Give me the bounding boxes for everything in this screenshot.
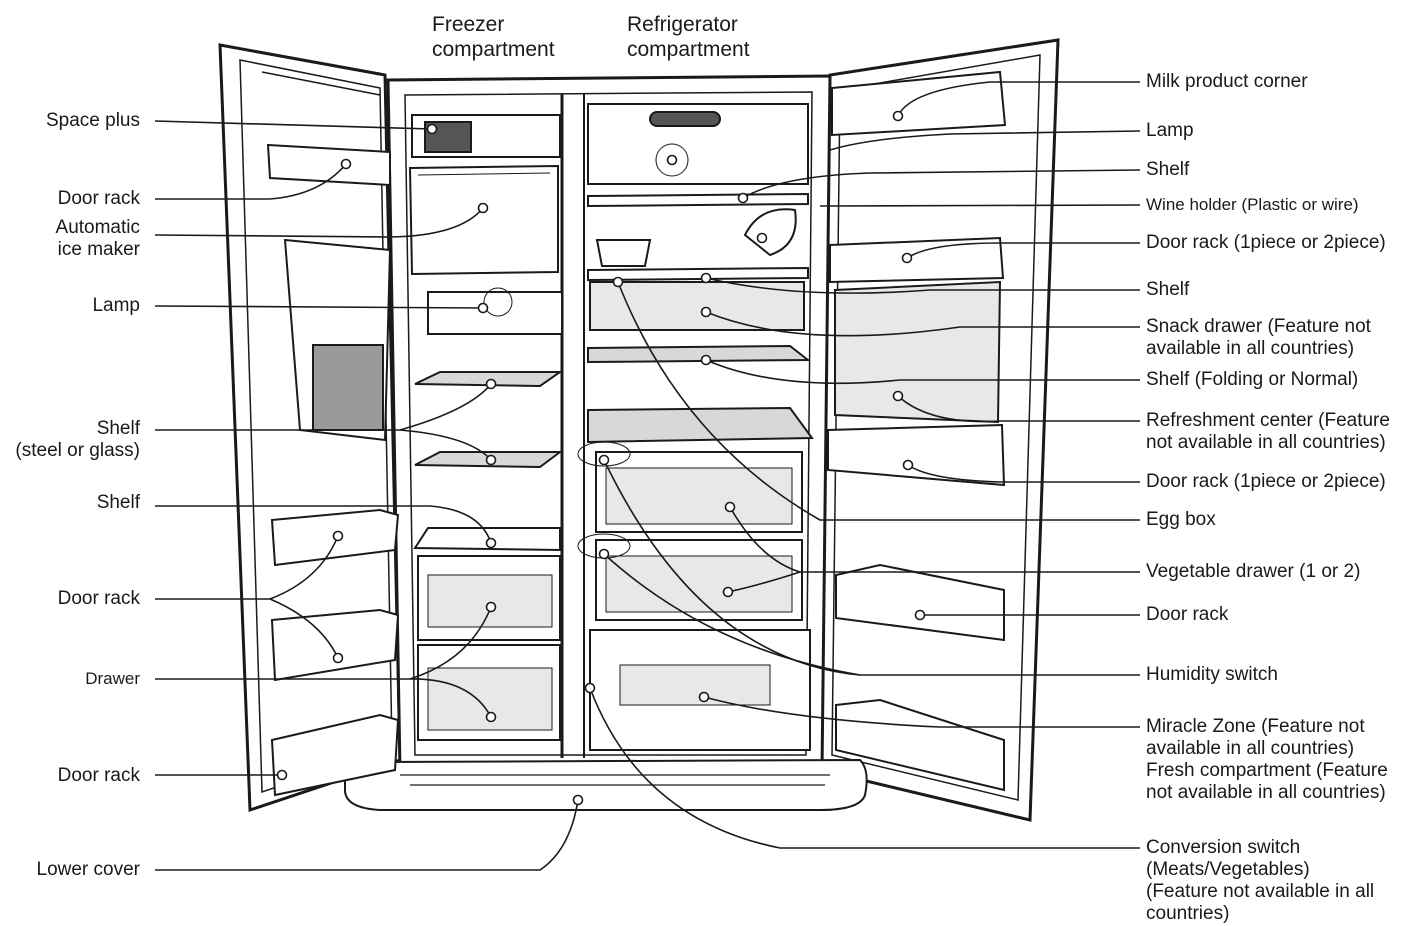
label-door-rack-3: Door rack [57, 765, 140, 786]
label-door-rack-2: Door rack [57, 588, 140, 609]
freezer-door-rack-1 [266, 143, 391, 187]
fridge-shelf-folding [587, 344, 811, 364]
label-shelf-left: Shelf [96, 492, 140, 513]
callout-dots [276, 110, 926, 806]
freezer-lamp-cover [427, 291, 563, 335]
label-lamp-left: Lamp [92, 295, 140, 316]
label-shelf-right-1: Shelf [1146, 159, 1190, 180]
label-conversion-switch: Conversion switch (Meats/Vegetables) (Fe… [1146, 837, 1375, 924]
label-shelf-right-2: Shelf [1146, 279, 1190, 300]
fridge-shelf-2 [587, 266, 809, 282]
label-drawer: Drawer [85, 669, 140, 688]
label-humidity-switch: Humidity switch [1146, 664, 1278, 685]
fridge-shelf-3 [587, 406, 814, 444]
label-door-rack-a: Door rack (1piece or 2piece) [1146, 232, 1386, 253]
fridge-shelf-1 [587, 192, 809, 208]
label-shelf-steel-glass: Shelf (steel or glass) [15, 418, 140, 461]
label-wine-holder: Wine holder (Plastic or wire) [1146, 195, 1359, 214]
fridge-door-rack-2 [827, 423, 1006, 487]
label-egg-box: Egg box [1146, 509, 1216, 530]
freezer-shelf-1 [414, 371, 564, 388]
freezer-door-rack-4 [270, 713, 400, 797]
label-milk-product-corner: Milk product corner [1146, 71, 1308, 92]
label-automatic-ice-maker: Automatic ice maker [55, 217, 140, 260]
leader-lines [154, 81, 1141, 871]
label-snack-drawer: Snack drawer (Feature not available in a… [1146, 316, 1371, 359]
snack-drawer [589, 281, 805, 331]
label-lower-cover: Lower cover [36, 859, 141, 880]
freezer-shelf-3 [413, 527, 561, 552]
egg-box [595, 239, 652, 267]
refreshment-center [834, 280, 1002, 424]
label-door-rack-c: Door rack [1146, 604, 1229, 625]
label-shelf-folding: Shelf (Folding or Normal) [1146, 369, 1359, 390]
label-refreshment-center: Refreshment center (Feature not availabl… [1146, 410, 1390, 453]
ice-maker [408, 164, 559, 276]
freezer-door-rack-3 [270, 608, 400, 682]
label-door-rack-b: Door rack (1piece or 2piece) [1146, 471, 1386, 492]
dispenser [312, 344, 384, 431]
label-freezer-compartment: Freezer compartment [432, 13, 555, 61]
fridge-door-rack-1 [829, 236, 1005, 284]
label-refrigerator-compartment: Refrigerator compartment [627, 13, 750, 61]
label-space-plus: Space plus [45, 110, 140, 131]
label-miracle-zone: Miracle Zone (Feature not available in a… [1146, 716, 1388, 803]
label-door-rack-1: Door rack [57, 188, 140, 209]
label-vegetable-drawer: Vegetable drawer (1 or 2) [1146, 561, 1361, 582]
wine-holder [743, 208, 797, 257]
label-lamp-right: Lamp [1146, 120, 1194, 141]
milk-product-corner [831, 70, 1007, 137]
